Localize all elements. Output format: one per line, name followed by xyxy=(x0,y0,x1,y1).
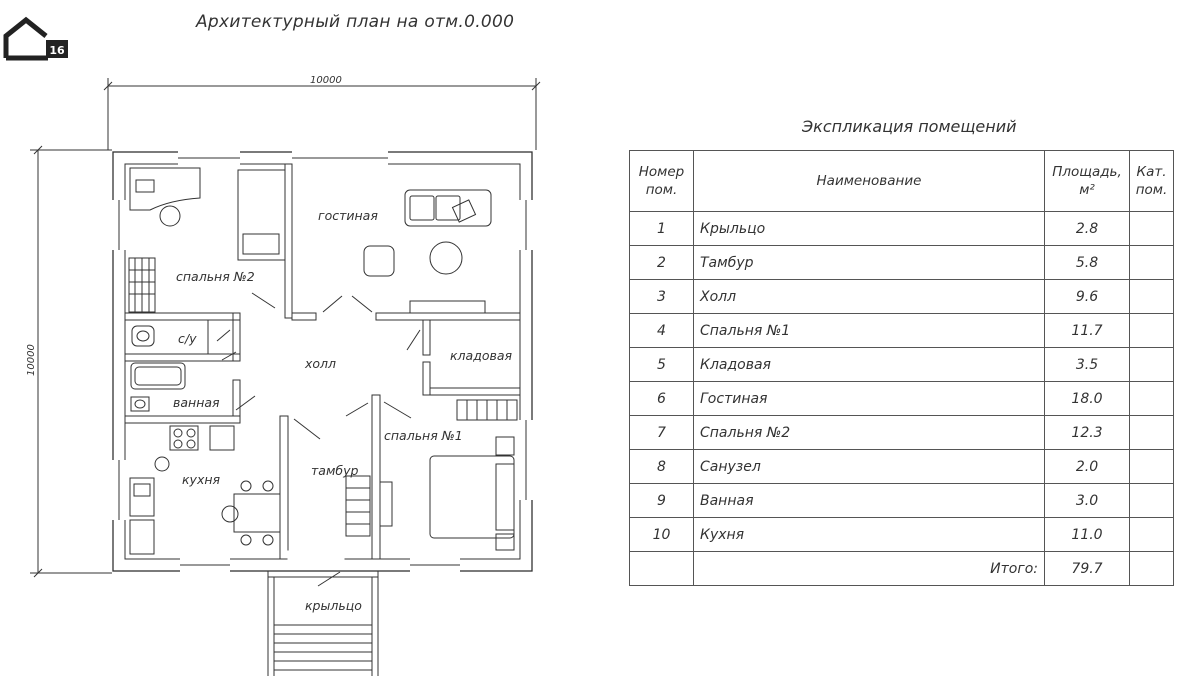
table-header-row: Номер пом. Наименование Площадь, м² Кат.… xyxy=(629,150,1174,212)
table-row: 10 Кухня 11.0 xyxy=(629,517,1174,552)
row-num: 10 xyxy=(629,517,694,552)
row-num: 2 xyxy=(629,245,694,280)
room-label-living: гостиная xyxy=(318,208,378,223)
room-label-porch: крыльцо xyxy=(305,598,362,613)
row-cat xyxy=(1129,381,1174,416)
row-name: Кухня xyxy=(693,517,1045,552)
row-cat xyxy=(1129,245,1174,280)
table-total-row: Итого: 79.7 xyxy=(629,551,1174,586)
table-row: 4 Спальня №1 11.7 xyxy=(629,313,1174,348)
room-label-wc: с/у xyxy=(178,331,197,346)
total-value: 79.7 xyxy=(1044,551,1130,586)
total-cat-cell xyxy=(1129,551,1174,586)
row-cat xyxy=(1129,449,1174,484)
room-label-vestibule: тамбур xyxy=(311,463,358,478)
total-empty-cell xyxy=(629,551,694,586)
room-label-kitchen: кухня xyxy=(182,472,221,487)
room-label-bedroom1: спальня №1 xyxy=(384,428,463,443)
header-cat: Кат. пом. xyxy=(1129,150,1174,212)
header-num: Номер пом. xyxy=(629,150,694,212)
row-name: Гостиная xyxy=(693,381,1045,416)
row-num: 1 xyxy=(629,211,694,246)
total-label: Итого: xyxy=(693,551,1045,586)
explication-title: Экспликация помещений xyxy=(802,117,1017,136)
row-name: Спальня №1 xyxy=(693,313,1045,348)
floor-plan: 10000 10000 спальня №2 гостиная с/у холл… xyxy=(26,75,541,676)
dimension-width: 10000 xyxy=(310,75,342,86)
room-label-storage: кладовая xyxy=(450,348,513,363)
row-cat xyxy=(1129,313,1174,348)
row-cat xyxy=(1129,483,1174,518)
row-name: Санузел xyxy=(693,449,1045,484)
row-area: 18.0 xyxy=(1044,381,1130,416)
row-area: 11.7 xyxy=(1044,313,1130,348)
row-num: 3 xyxy=(629,279,694,314)
row-cat xyxy=(1129,415,1174,450)
plan-title: Архитектурный план на отм.0.000 xyxy=(196,12,515,32)
room-label-hall: холл xyxy=(304,356,336,371)
row-name: Тамбур xyxy=(693,245,1045,280)
table-row: 3 Холл 9.6 xyxy=(629,279,1174,314)
row-area: 3.5 xyxy=(1044,347,1130,382)
row-area: 3.0 xyxy=(1044,483,1130,518)
logo-badge-text: 16 xyxy=(49,44,65,57)
row-area: 12.3 xyxy=(1044,415,1130,450)
row-area: 9.6 xyxy=(1044,279,1130,314)
row-num: 8 xyxy=(629,449,694,484)
row-area: 11.0 xyxy=(1044,517,1130,552)
room-label-bedroom2: спальня №2 xyxy=(176,269,255,284)
table-row: 8 Санузел 2.0 xyxy=(629,449,1174,484)
row-name: Крыльцо xyxy=(693,211,1045,246)
table-row: 6 Гостиная 18.0 xyxy=(629,381,1174,416)
row-name: Спальня №2 xyxy=(693,415,1045,450)
row-area: 2.0 xyxy=(1044,449,1130,484)
row-name: Ванная xyxy=(693,483,1045,518)
row-name: Холл xyxy=(693,279,1045,314)
header-area: Площадь, м² xyxy=(1044,150,1130,212)
row-num: 7 xyxy=(629,415,694,450)
header-name: Наименование xyxy=(693,150,1045,212)
table-row: 7 Спальня №2 12.3 xyxy=(629,415,1174,450)
row-num: 9 xyxy=(629,483,694,518)
table-row: 9 Ванная 3.0 xyxy=(629,483,1174,518)
dimension-height: 10000 xyxy=(26,344,37,376)
table-row: 5 Кладовая 3.5 xyxy=(629,347,1174,382)
row-num: 6 xyxy=(629,381,694,416)
row-num: 4 xyxy=(629,313,694,348)
row-num: 5 xyxy=(629,347,694,382)
row-cat xyxy=(1129,279,1174,314)
row-cat xyxy=(1129,347,1174,382)
row-cat xyxy=(1129,517,1174,552)
table-row: 1 Крыльцо 2.8 xyxy=(629,211,1174,246)
room-label-bath: ванная xyxy=(173,395,220,410)
house-logo-icon: 16 xyxy=(3,16,68,61)
row-area: 2.8 xyxy=(1044,211,1130,246)
table-row: 2 Тамбур 5.8 xyxy=(629,245,1174,280)
row-name: Кладовая xyxy=(693,347,1045,382)
row-cat xyxy=(1129,211,1174,246)
explication-table: Номер пом. Наименование Площадь, м² Кат.… xyxy=(629,150,1174,586)
row-area: 5.8 xyxy=(1044,245,1130,280)
